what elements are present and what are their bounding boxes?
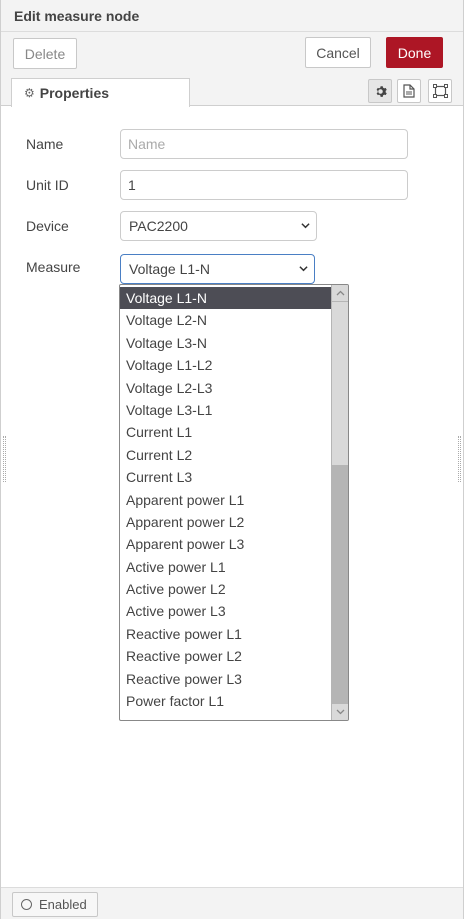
enabled-label: Enabled [39, 897, 87, 912]
dropdown-option[interactable]: Current L1 [126, 424, 193, 441]
tab-properties[interactable]: ⚙ Properties [11, 78, 190, 107]
name-label: Name [26, 136, 64, 152]
dropdown-options: Voltage L1-N Voltage L2-N Voltage L3-N Volt… [120, 287, 331, 712]
device-select-value: PAC2200 [129, 218, 188, 234]
left-resize-grip[interactable] [3, 436, 6, 482]
dropdown-option[interactable]: Current L3 [126, 469, 193, 486]
dropdown-option[interactable]: Apparent power L1 [126, 491, 245, 508]
dropdown-option[interactable]: Current L2 [126, 446, 193, 463]
cancel-button[interactable]: Cancel [305, 37, 371, 68]
unit-id-label: Unit ID [26, 177, 69, 193]
dropdown-option[interactable]: Apparent power L3 [126, 536, 245, 553]
settings-tab-button[interactable] [368, 79, 392, 103]
delete-button[interactable]: Delete [13, 38, 77, 69]
chevron-up-icon [336, 290, 344, 296]
dropdown-option[interactable]: Voltage L1-N [120, 287, 331, 310]
dropdown-option[interactable]: Voltage L2-N [126, 312, 207, 329]
dropdown-option[interactable]: Active power L2 [126, 581, 226, 598]
device-select[interactable]: PAC2200 [120, 211, 317, 241]
tray-title: Edit measure node [14, 8, 140, 24]
dropdown-option[interactable]: Voltage L1-L2 [126, 357, 213, 374]
dropdown-option[interactable]: Voltage L3-L1 [126, 401, 213, 418]
measure-select[interactable]: Voltage L1-N [120, 254, 315, 284]
measure-dropdown-list: Voltage L1-N Voltage L2-N Voltage L3-N Volt… [119, 284, 349, 721]
chevron-down-icon [299, 266, 308, 272]
chevron-down-icon [336, 709, 344, 715]
dropdown-option[interactable]: Power factor L1 [126, 693, 225, 710]
dropdown-option[interactable]: Apparent power L2 [126, 513, 245, 530]
dropdown-option[interactable]: Reactive power L2 [126, 648, 242, 665]
tab-properties-label: Properties [39, 85, 110, 101]
done-button[interactable]: Done [386, 37, 443, 68]
tray-toolbar: Delete Cancel Done [1, 32, 463, 76]
tabs-bar: ⚙ Properties [1, 76, 463, 107]
scroll-down-button[interactable] [332, 704, 348, 720]
right-resize-grip[interactable] [458, 436, 461, 482]
gear-icon [376, 85, 387, 97]
device-label: Device [26, 218, 69, 234]
unit-id-input[interactable] [120, 170, 408, 200]
description-tab-button[interactable] [397, 79, 421, 103]
dropdown-option[interactable]: Voltage L2-L3 [126, 379, 213, 396]
scroll-thumb[interactable] [332, 302, 348, 465]
dropdown-option[interactable]: Reactive power L1 [126, 625, 242, 642]
dropdown-option[interactable]: Voltage L3-N [126, 334, 207, 351]
document-icon [403, 84, 415, 98]
name-input[interactable] [120, 129, 408, 159]
dropdown-option[interactable]: Active power L3 [126, 603, 226, 620]
enabled-toggle[interactable]: Enabled [12, 892, 98, 917]
scroll-up-button[interactable] [332, 285, 348, 301]
measure-label: Measure [26, 259, 81, 275]
measure-select-value: Voltage L1-N [129, 261, 210, 277]
appearance-tab-button[interactable] [428, 79, 452, 103]
dropdown-scrollbar[interactable] [331, 285, 348, 720]
chevron-down-icon [301, 223, 310, 229]
frame-icon [432, 84, 448, 98]
circle-icon [21, 899, 32, 910]
dropdown-option[interactable]: Active power L1 [126, 558, 226, 575]
dropdown-option[interactable]: Reactive power L3 [126, 670, 242, 687]
tray-header: Edit measure node [1, 0, 463, 32]
gear-icon: ⚙ [24, 86, 35, 100]
tray-footer: Enabled [1, 887, 463, 919]
